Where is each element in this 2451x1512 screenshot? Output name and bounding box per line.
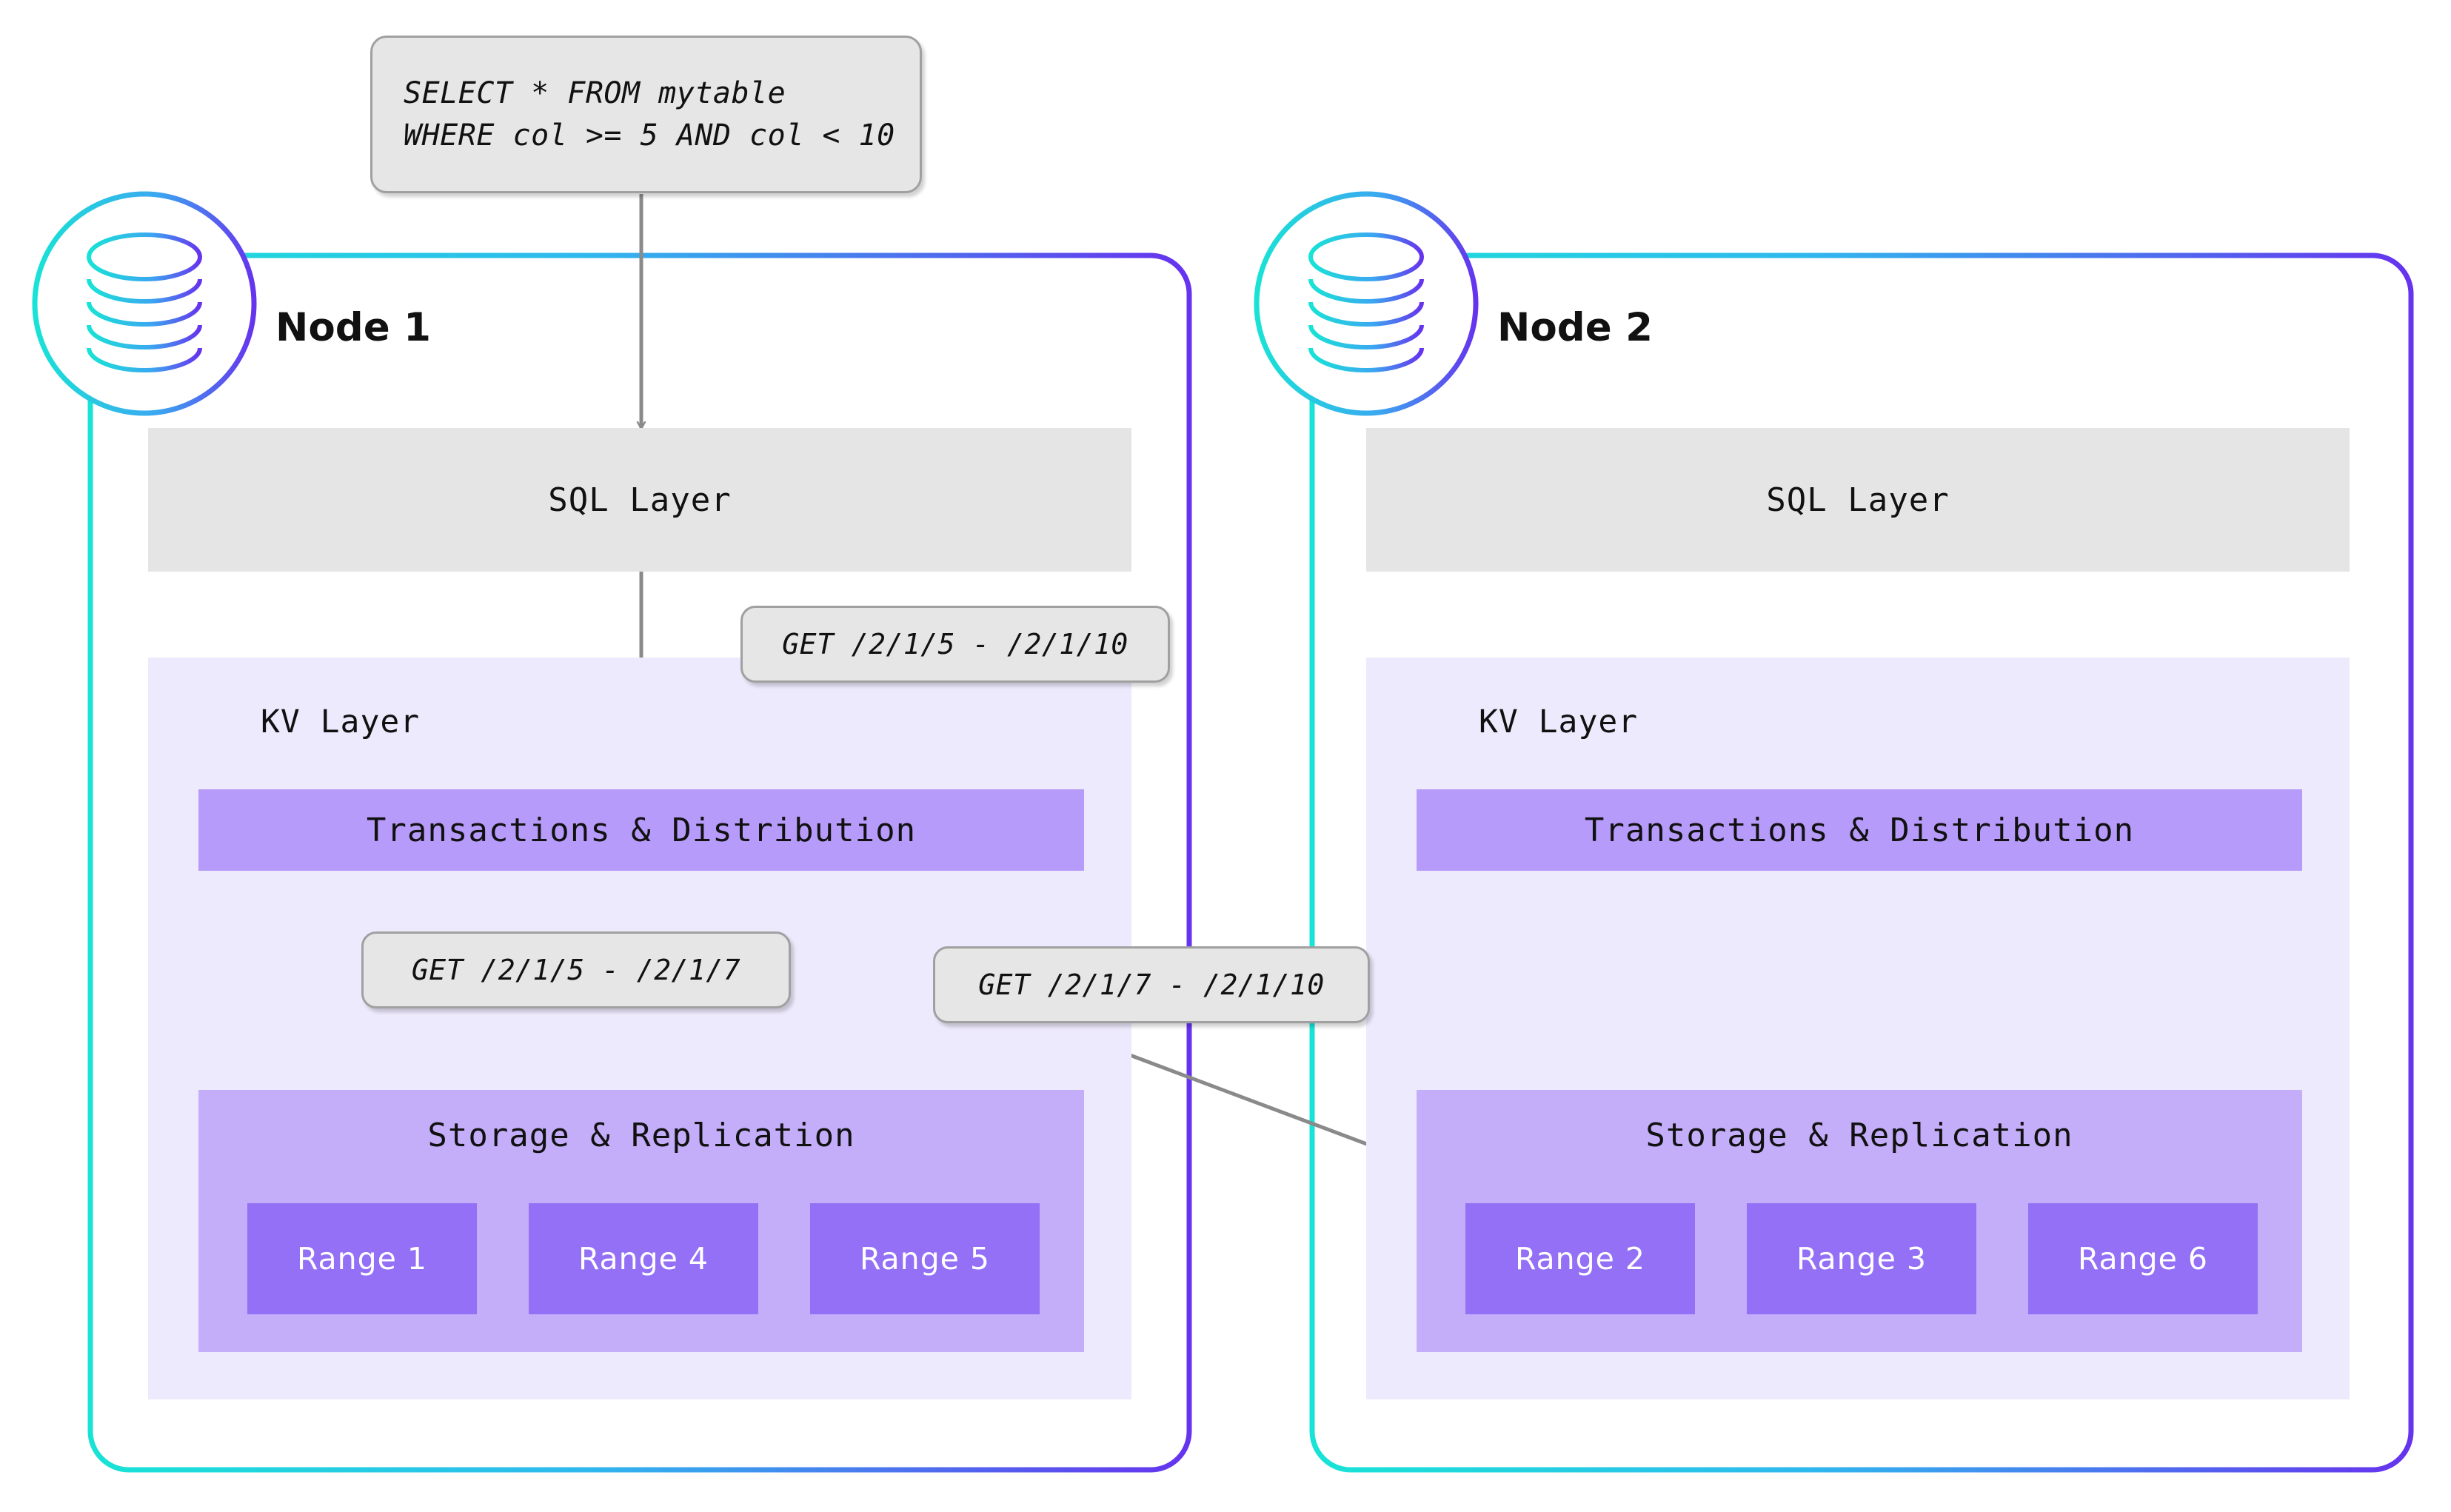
node-1-kv-layer-label: KV Layer bbox=[261, 703, 421, 740]
node-2-kv-layer-label: KV Layer bbox=[1479, 703, 1639, 740]
sql-query-callout: SELECT * FROM mytable WHERE col >= 5 AND… bbox=[370, 36, 922, 193]
node-2-transactions-label: Transactions & Distribution bbox=[1584, 811, 2135, 849]
node-2-range-6[interactable]: Range 6 bbox=[2028, 1203, 2258, 1314]
database-icon-node-1 bbox=[87, 233, 202, 372]
node-1-sql-layer: SQL Layer bbox=[148, 428, 1131, 572]
node-1-range-4-label: Range 4 bbox=[578, 1241, 709, 1277]
node-2-db-circle bbox=[1254, 191, 1479, 416]
get-callout-full-range: GET /2/1/5 - /2/1/10 bbox=[740, 606, 1170, 683]
node-1-transactions-bar: Transactions & Distribution bbox=[198, 789, 1084, 871]
node-1-range-1-label: Range 1 bbox=[296, 1241, 428, 1277]
node-2-range-2-label: Range 2 bbox=[1514, 1241, 1646, 1277]
node-2-sql-layer-label: SQL Layer bbox=[1766, 481, 1950, 519]
node-2-range-6-label: Range 6 bbox=[2077, 1241, 2209, 1277]
node-2-range-3[interactable]: Range 3 bbox=[1747, 1203, 1976, 1314]
node-1-range-4[interactable]: Range 4 bbox=[529, 1203, 758, 1314]
node-1-transactions-label: Transactions & Distribution bbox=[366, 811, 917, 849]
node-1-title: Node 1 bbox=[275, 305, 431, 350]
get-callout-right-range: GET /2/1/7 - /2/1/10 bbox=[933, 946, 1370, 1023]
get-callout-full-range-label: GET /2/1/5 - /2/1/10 bbox=[782, 628, 1128, 660]
node-1-sql-layer-label: SQL Layer bbox=[548, 481, 732, 519]
node-2-transactions-bar: Transactions & Distribution bbox=[1417, 789, 2302, 871]
node-2-storage-label: Storage & Replication bbox=[1645, 1117, 2073, 1154]
node-2-title: Node 2 bbox=[1497, 305, 1653, 350]
node-1-storage-label: Storage & Replication bbox=[427, 1117, 855, 1154]
node-1-range-5-label: Range 5 bbox=[859, 1241, 991, 1277]
get-callout-right-range-label: GET /2/1/7 - /2/1/10 bbox=[978, 969, 1325, 1001]
get-callout-left-range: GET /2/1/5 - /2/1/7 bbox=[361, 931, 791, 1008]
sql-query-line-2: WHERE col >= 5 AND col < 10 bbox=[404, 118, 895, 153]
sql-query-line-1: SELECT * FROM mytable bbox=[404, 76, 786, 110]
node-2-sql-layer: SQL Layer bbox=[1366, 428, 2350, 572]
node-2-range-2[interactable]: Range 2 bbox=[1465, 1203, 1695, 1314]
node-1-range-1[interactable]: Range 1 bbox=[247, 1203, 477, 1314]
database-icon-node-2 bbox=[1308, 233, 1424, 372]
node-1-db-circle bbox=[32, 191, 257, 416]
node-2-range-3-label: Range 3 bbox=[1796, 1241, 1927, 1277]
node-1-range-5[interactable]: Range 5 bbox=[810, 1203, 1040, 1314]
get-callout-left-range-label: GET /2/1/5 - /2/1/7 bbox=[411, 954, 741, 986]
